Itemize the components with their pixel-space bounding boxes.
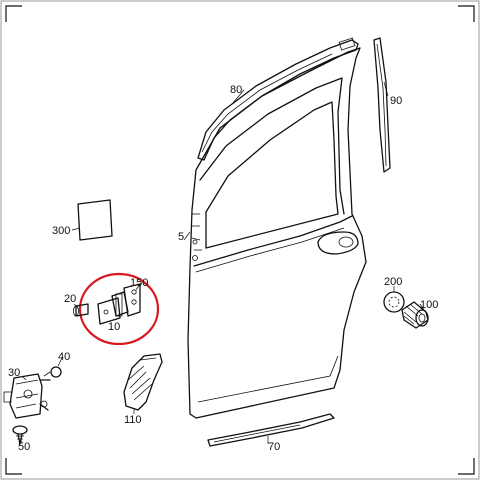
latch-30 <box>3 373 51 419</box>
label-300: 300 <box>52 225 70 237</box>
label-50: 50 <box>18 441 30 453</box>
hinge-10 <box>97 283 141 325</box>
label-20: 20 <box>64 293 76 305</box>
leader-20 <box>73 303 79 309</box>
window-channel-strip <box>373 37 391 173</box>
label-110: 110 <box>124 414 142 426</box>
label-90: 90 <box>390 95 402 107</box>
door-handle <box>317 231 359 255</box>
leader-150 <box>135 283 141 291</box>
grommet-200 <box>383 291 405 313</box>
corner-bracket-bottom-left <box>5 458 22 475</box>
label-40: 40 <box>58 351 70 363</box>
leader-90 <box>383 81 389 97</box>
label-100: 100 <box>420 299 438 311</box>
leader-5 <box>183 231 191 241</box>
clip-40 <box>43 366 62 378</box>
leader-40 <box>57 357 63 367</box>
label-200: 200 <box>384 276 402 288</box>
bump-stop-100 <box>401 301 429 329</box>
label-10: 10 <box>108 321 120 333</box>
corner-bracket-bottom-right <box>458 458 475 475</box>
label-80: 80 <box>230 84 242 96</box>
leader-30 <box>21 375 27 381</box>
leader-300 <box>71 227 81 231</box>
corner-bracket-top-left <box>5 5 22 22</box>
window-frame-trim <box>197 37 359 161</box>
door-shell <box>187 47 367 419</box>
door-check-110 <box>123 353 163 411</box>
leader-50 <box>19 439 23 443</box>
label-30: 30 <box>8 367 20 379</box>
label-5: 5 <box>178 231 184 243</box>
label-150: 150 <box>130 277 148 289</box>
pad-300 <box>77 199 113 241</box>
corner-bracket-top-right <box>458 5 475 22</box>
hinge-highlight-circle <box>78 272 160 346</box>
leader-100 <box>419 303 425 311</box>
sill-strip-70 <box>207 413 335 447</box>
screw-50 <box>12 425 28 445</box>
leader-80 <box>231 89 245 105</box>
label-70: 70 <box>268 441 280 453</box>
